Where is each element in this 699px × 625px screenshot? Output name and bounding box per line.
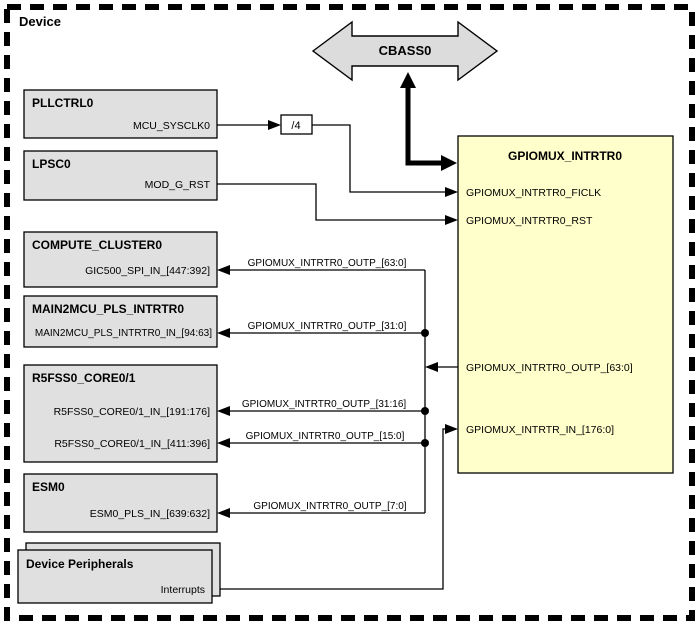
clock-divider-block [280,114,313,135]
wire-label-outp-31-0: GPIOMUX_INTRTR0_OUTP_[31:0] [248,321,407,332]
arrowhead-into-r5fss0-upper [217,406,230,416]
gpiomux-intrtr0-port-outp-label: GPIOMUX_INTRTR0_OUTP_[63:0] [466,362,633,374]
wire-label-outp-63-0: GPIOMUX_INTRTR0_OUTP_[63:0] [248,258,407,269]
esm0-port-label: ESM0_PLS_IN_[639:632] [90,508,210,520]
device-peripherals-port-label: Interrupts [161,584,205,596]
wire-divider-to-ficlk [312,124,446,193]
wire-label-outp-31-16: GPIOMUX_INTRTR0_OUTP_[31:16] [242,399,407,410]
gpiomux-intrtr0-port-rst-label: GPIOMUX_INTRTR0_RST [466,215,593,227]
device-boundary [4,4,695,621]
gpiomux-intrtr0-port-ficlk-label: GPIOMUX_INTRTR0_FICLK [466,187,601,199]
arrowhead-up-into-cbass0 [400,72,416,88]
pllctrl0-title: PLLCTRL0 [32,96,94,110]
arrowhead-right-into-gpiomux [441,155,457,171]
clock-divider-label: /4 [291,120,300,132]
r5fss0-core01-port-upper-label: R5FSS0_CORE0/1_IN_[191:176] [54,406,211,418]
main2mcu-pls-intrtr0-title: MAIN2MCU_PLS_INTRTR0 [32,302,184,316]
lpsc0-title: LPSC0 [32,157,71,171]
device-label: Device [19,14,61,29]
compute-cluster0-port-label: GIC500_SPI_IN_[447:392] [85,265,210,277]
gpiomux-intrtr0-block [457,135,674,474]
main2mcu-pls-intrtr0-port-label: MAIN2MCU_PLS_INTRTR0_IN_[94:63] [35,328,212,339]
junction-dot [421,407,429,415]
wire-interrupts-to-in-port [220,428,446,590]
esm0-block [23,473,218,533]
wire-junctions [421,329,429,447]
arrowhead-into-esm0 [217,508,230,518]
r5fss0-core01-title: R5FSS0_CORE0/1 [32,371,136,385]
gpiomux-intrtr0-port-in-label: GPIOMUX_INTRTR_IN_[176:0] [466,424,614,436]
pllctrl0-block [23,89,218,139]
pllctrl0-port-label: MCU_SYSCLK0 [133,120,210,132]
esm0-title: ESM0 [32,480,65,494]
arrowhead-into-r5fss0-lower [217,438,230,448]
arrowhead-outp-into-trunk [425,362,438,372]
arrowhead-into-main2mcu [217,328,230,338]
arrowhead-into-compute-cluster0 [217,265,230,275]
arrowhead-into-ficlk-port [445,187,458,197]
signal-wires [217,124,458,590]
junction-dot [421,439,429,447]
cbass0-bus-arrow-shape [311,20,499,82]
bus-connector-wire [405,84,442,166]
compute-cluster0-title: COMPUTE_CLUSTER0 [32,238,162,252]
signal-arrowheads [217,120,458,518]
wire-label-outp-15-0: GPIOMUX_INTRTR0_OUTP_[15:0] [246,431,405,442]
arrowhead-into-in-port [445,424,458,434]
arrowhead-into-divider [268,120,281,130]
junction-dot [421,329,429,337]
r5fss0-core01-port-lower-label: R5FSS0_CORE0/1_IN_[411:396] [54,438,210,450]
r5fss0-core01-block [23,364,218,463]
main2mcu-pls-intrtr0-block [23,295,218,348]
lpsc0-block [23,150,218,201]
gpiomux-intrtr0-title: GPIOMUX_INTRTR0 [508,149,622,163]
compute-cluster0-block [23,231,218,288]
wire-label-outp-7-0: GPIOMUX_INTRTR0_OUTP_[7:0] [253,501,406,512]
lpsc0-port-label: MOD_G_RST [145,179,211,191]
cbass0-bus-label: CBASS0 [379,43,432,58]
wire-modgrst-to-rst [217,183,446,221]
arrowhead-into-rst-port [445,215,458,225]
device-peripherals-block [17,549,213,604]
device-peripherals-title: Device Peripherals [26,557,134,571]
